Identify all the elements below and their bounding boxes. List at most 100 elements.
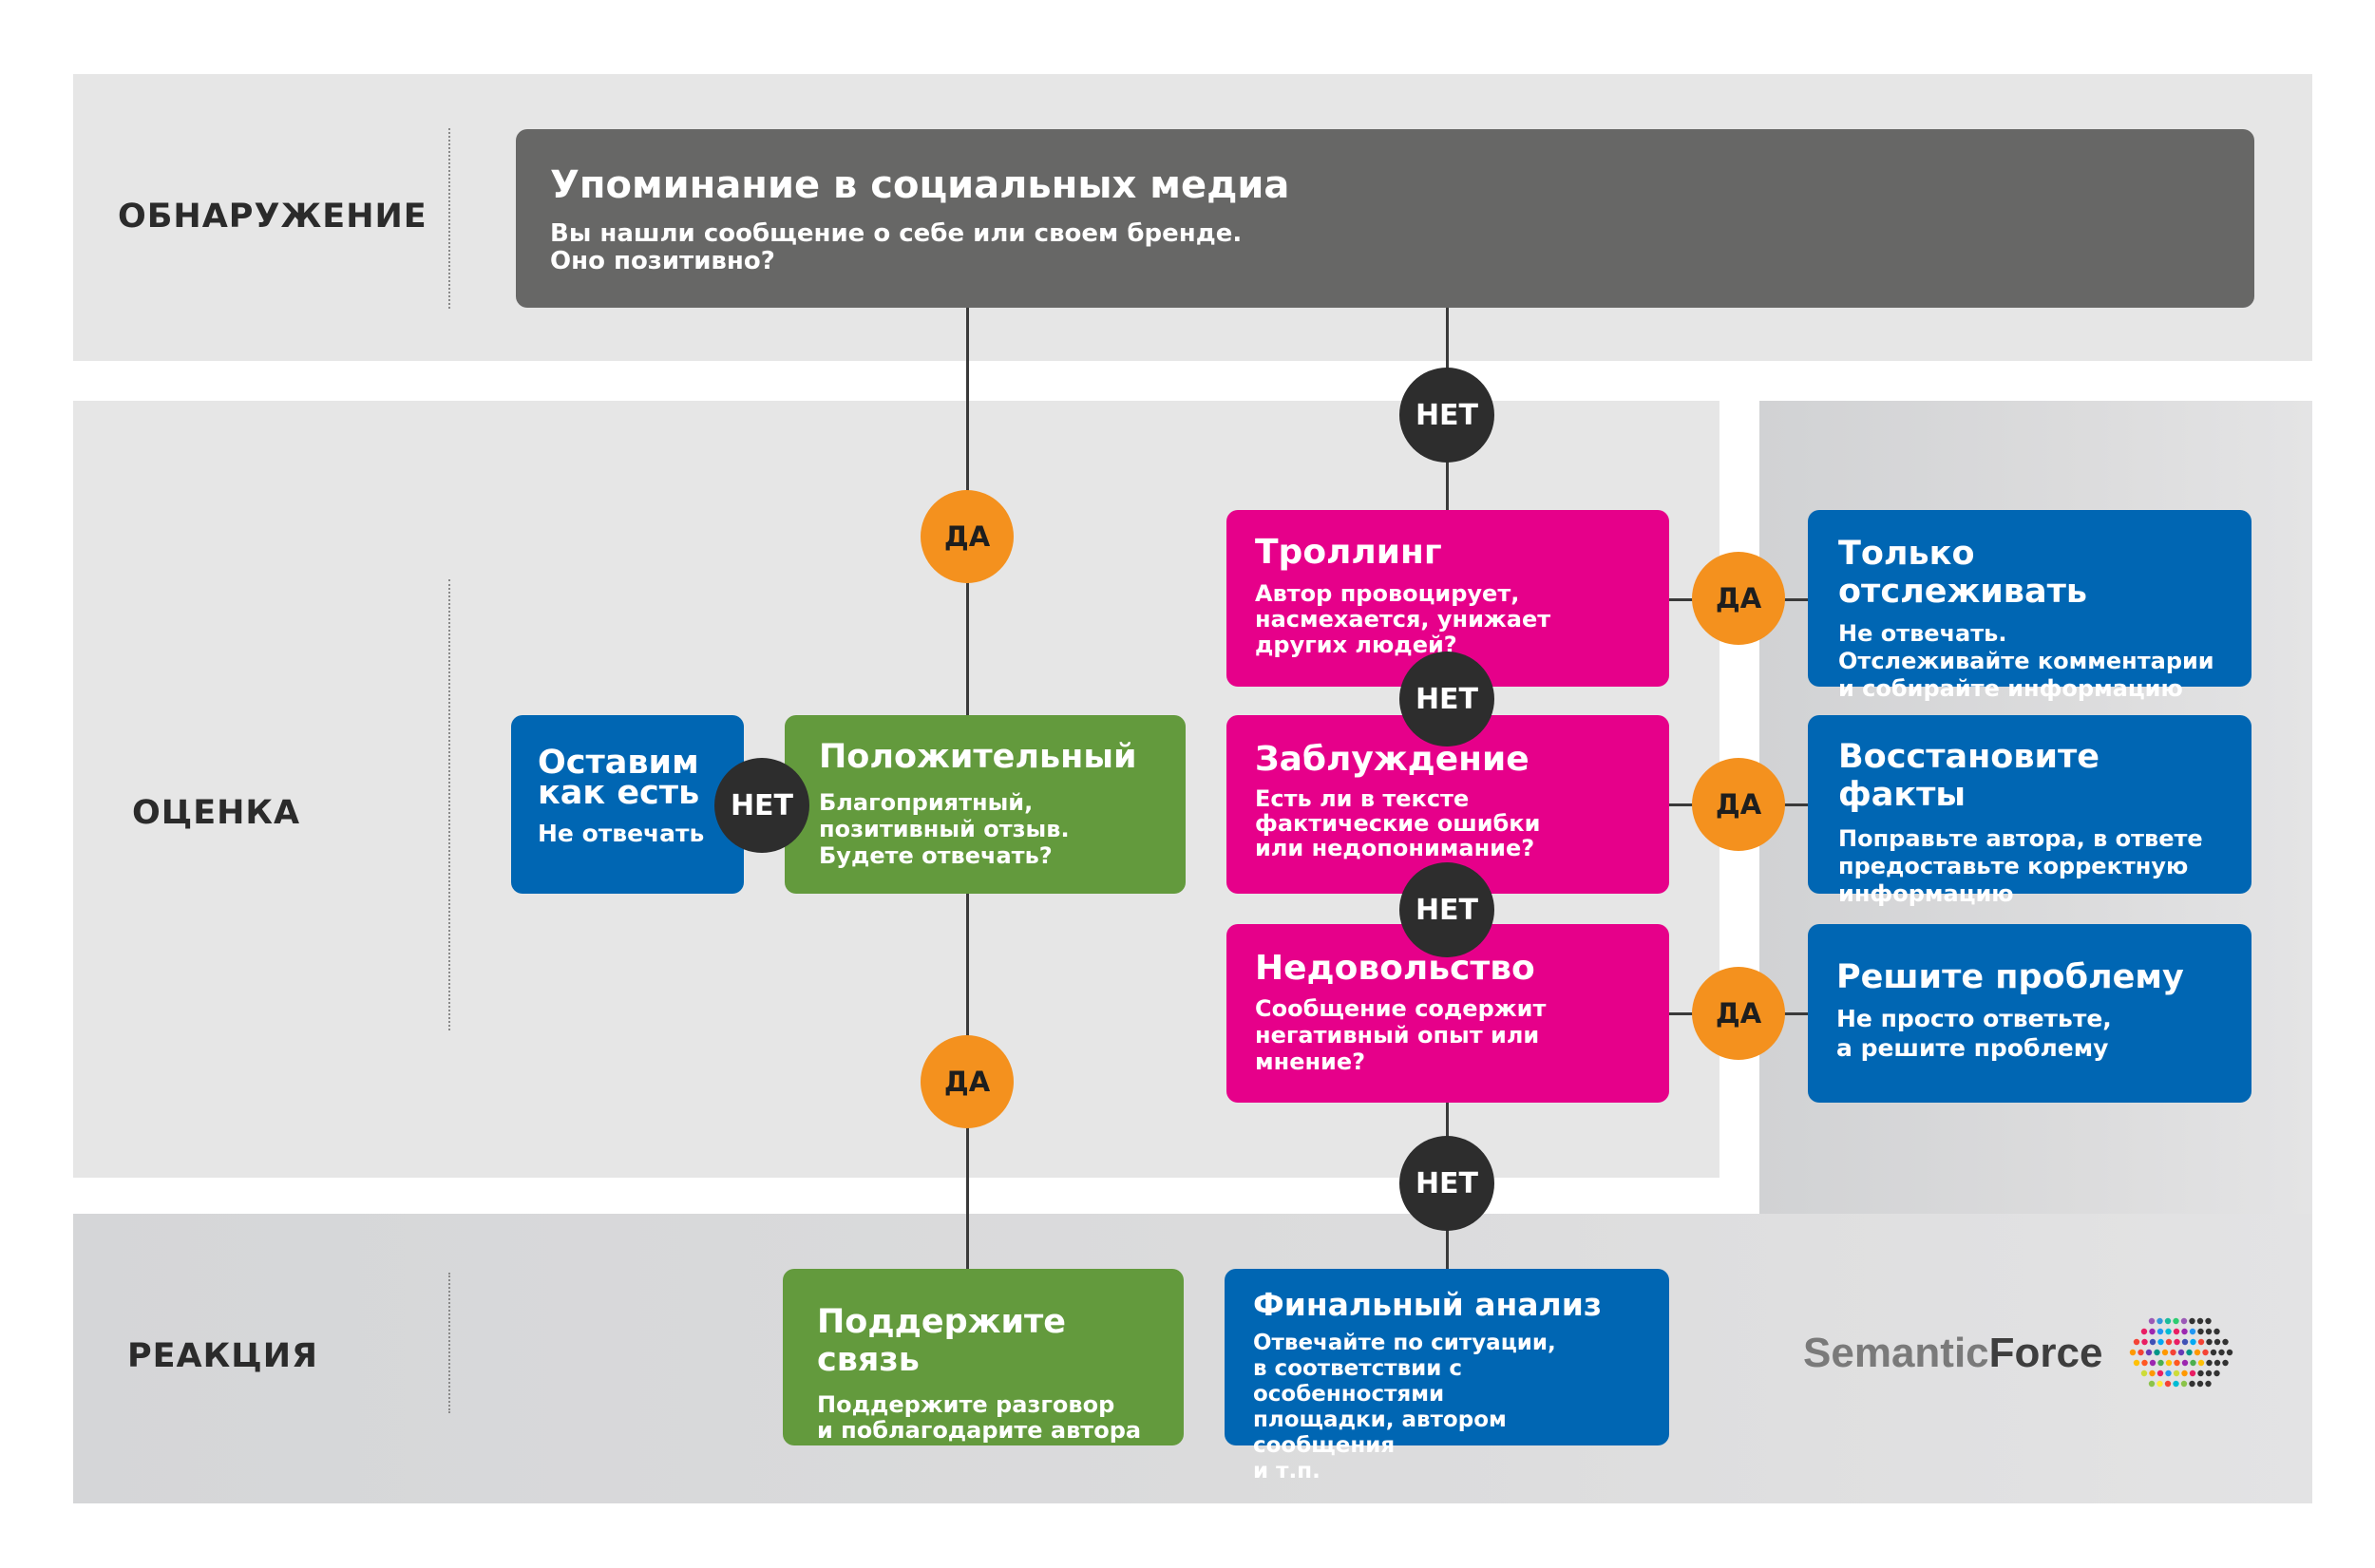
stage-divider-evaluation [448,579,450,1030]
positive-box: Положительный Благоприятный, позитивный … [785,715,1186,894]
logo-dot [2206,1359,2214,1367]
logo-dot [2141,1359,2149,1367]
logo-dot [2170,1349,2177,1356]
logo-dot [2197,1328,2205,1335]
logo-dot [2194,1349,2201,1356]
logo-dot [2156,1380,2164,1388]
logo-dot [2182,1338,2189,1346]
logo-dot [2141,1338,2149,1346]
stage-divider-detection [448,128,450,309]
logo-dots-icon [2130,1317,2233,1388]
dissatisfaction-title: Недовольство [1255,949,1535,988]
logo-dot [2165,1328,2173,1335]
logo-dot [2149,1380,2156,1388]
logo-dot [2205,1317,2213,1325]
logo-dot [2181,1380,2188,1388]
logo-dot [2190,1370,2196,1377]
logo-dot [2197,1380,2204,1388]
keep-contact-title: Поддержите связь [817,1303,1067,1379]
restore-box: Восстановите факты Поправьте автора, в о… [1808,715,2252,907]
logo-word-semantic: Semantic [1803,1330,1989,1376]
logo-dot [2218,1349,2226,1356]
logo-dot [2182,1359,2189,1367]
logo-dot [2222,1359,2230,1367]
logo-dot [2141,1328,2148,1335]
logo-dot [2174,1370,2180,1377]
logo-dot [2211,1349,2217,1356]
logo-dot [2134,1359,2140,1367]
no-badge-mistake: НЕТ [1399,862,1494,957]
leave-desc: Не отвечать [538,820,705,847]
keep-contact-desc: Поддержите разговор и поблагодарите авто… [817,1391,1142,1444]
logo-dot [2190,1338,2197,1346]
logo-dot [2166,1359,2173,1367]
stage-label-reaction: РЕАКЦИЯ [127,1337,318,1375]
logo-dot [2206,1338,2214,1346]
logo-dot [2165,1370,2173,1377]
stage-label-detection: ОБНАРУЖЕНИЕ [118,198,428,236]
start-box: Упоминание в социальных медиа Вы нашли с… [516,129,2254,308]
positive-title: Положительный [819,738,1137,776]
logo-dot [2197,1370,2205,1377]
logo-dot [2198,1359,2205,1367]
logo-dot [2166,1338,2173,1346]
yes-badge-positive: ДА [921,1035,1014,1128]
logo-dot [2190,1359,2197,1367]
logo-dot [2157,1359,2165,1367]
logo-dot [2173,1380,2180,1388]
monitor-title: Только отслеживать [1838,535,2087,611]
logo-dot [2189,1380,2196,1388]
monitor-box: Только отслеживать Не отвечать. Отслежив… [1808,510,2252,702]
logo-dot [2130,1349,2137,1356]
logo-dot [2157,1370,2164,1377]
restore-title: Восстановите факты [1838,738,2100,814]
stage-label-evaluation: ОЦЕНКА [132,794,301,832]
logo-dot [2173,1317,2180,1325]
yes-badge-mistake: ДА [1692,758,1785,851]
logo-dot [2189,1317,2196,1325]
keep-contact-box: Поддержите связь Поддержите разговор и п… [783,1269,1184,1445]
start-desc: Вы нашли сообщение о себе или своем брен… [550,219,1243,275]
dissatisfaction-desc: Сообщение содержит негативный опыт или м… [1255,995,1547,1075]
restore-desc: Поправьте автора, в ответе предоставьте … [1838,825,2203,907]
trolling-desc: Автор провоцирует, насмехается, унижает … [1255,580,1551,658]
logo-dot [2138,1349,2145,1356]
logo-dot [2157,1338,2165,1346]
yes-badge-trolling: ДА [1692,552,1785,645]
final-desc: Отвечайте по ситуации, в соответствии с … [1253,1331,1556,1483]
yes-badge-dissatisfaction: ДА [1692,967,1785,1060]
no-badge-trolling: НЕТ [1399,652,1494,746]
logo-dot [2156,1317,2164,1325]
logo-dot [2198,1338,2205,1346]
logo-dot [2222,1338,2230,1346]
logo-word-force: Force [1988,1330,2103,1376]
logo-dot [2141,1370,2148,1377]
logo-dot [2134,1338,2140,1346]
no-badge-start: НЕТ [1399,368,1494,463]
logo-dot [2162,1349,2169,1356]
logo-dot [2174,1328,2180,1335]
mistake-title: Заблуждение [1255,740,1530,779]
logo-dot [2214,1370,2221,1377]
start-title: Упоминание в социальных медиа [550,163,1290,207]
logo-dot [2181,1317,2188,1325]
logo-dot [2190,1328,2196,1335]
no-badge-dissatisfaction: НЕТ [1399,1136,1494,1231]
final-title: Финальный анализ [1253,1286,1603,1323]
logo-dot [2186,1349,2194,1356]
no-badge-positive: НЕТ [714,758,809,853]
dissatisfaction-box: Недовольство Сообщение содержит негативн… [1226,924,1669,1103]
logo-dot [2149,1370,2156,1377]
yes-badge-start: ДА [921,490,1014,583]
monitor-desc: Не отвечать. Отслеживайте комментарии и … [1838,620,2214,702]
final-box: Финальный анализ Отвечайте по ситуации, … [1225,1269,1669,1483]
logo-dot [2227,1349,2233,1356]
logo-dot [2174,1338,2181,1346]
logo-dot [2202,1349,2210,1356]
logo-dot [2214,1359,2221,1367]
logo-dot [2214,1328,2221,1335]
logo-dot [2205,1380,2213,1388]
leave-box: Оставим как есть Не отвечать [511,715,744,894]
logo-dot [2149,1328,2156,1335]
